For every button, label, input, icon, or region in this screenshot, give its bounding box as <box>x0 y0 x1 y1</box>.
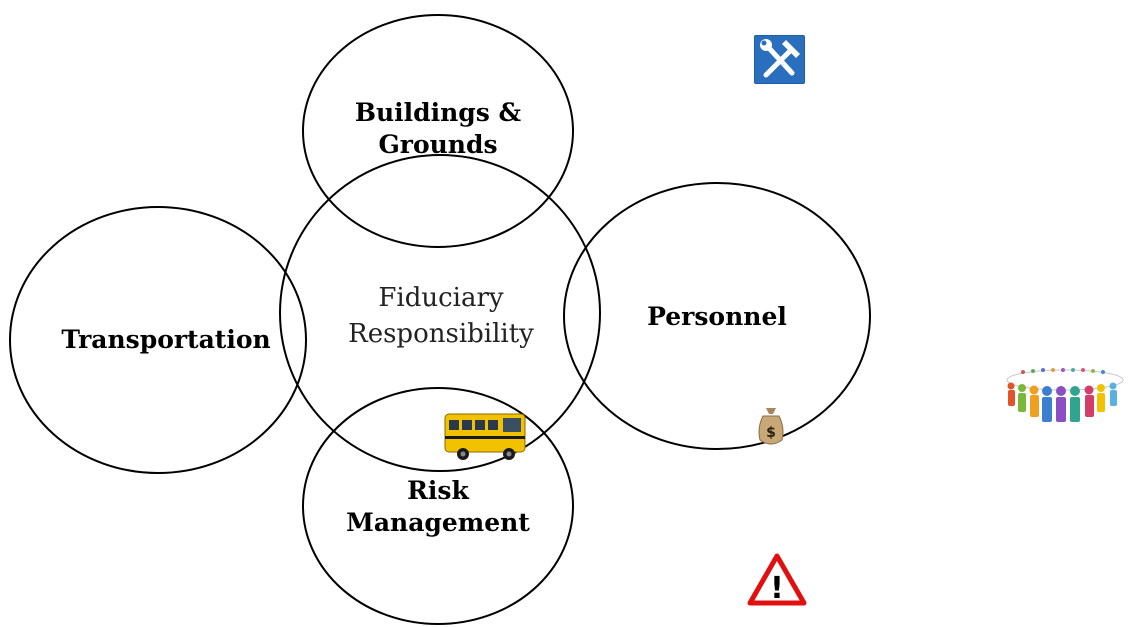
label-risk-line1: Risk <box>407 476 469 505</box>
circle-fiduciary-responsibility <box>279 154 601 472</box>
label-fiduciary-line2: Responsibility <box>348 319 534 349</box>
label-transportation: Transportation <box>61 325 270 354</box>
label-buildings-line1: Buildings & <box>355 98 522 127</box>
hammer-wrench-icon <box>754 35 805 84</box>
circle-buildings-grounds <box>302 14 574 248</box>
label-personnel: Personnel <box>647 302 787 331</box>
warning-icon: ! <box>747 553 807 606</box>
warning-symbol: ! <box>770 571 784 606</box>
money-symbol: $ <box>766 425 776 441</box>
label-buildings-line2: Grounds <box>378 130 497 159</box>
circle-risk-management <box>302 387 574 625</box>
people-circle-icon <box>1006 368 1124 422</box>
circle-personnel <box>563 182 871 450</box>
money-bag-icon: $ <box>758 408 784 445</box>
circle-transportation <box>9 206 307 474</box>
school-bus-icon <box>444 413 526 460</box>
label-risk-line2: Management <box>346 508 530 537</box>
label-fiduciary-line1: Fiduciary <box>378 283 504 313</box>
